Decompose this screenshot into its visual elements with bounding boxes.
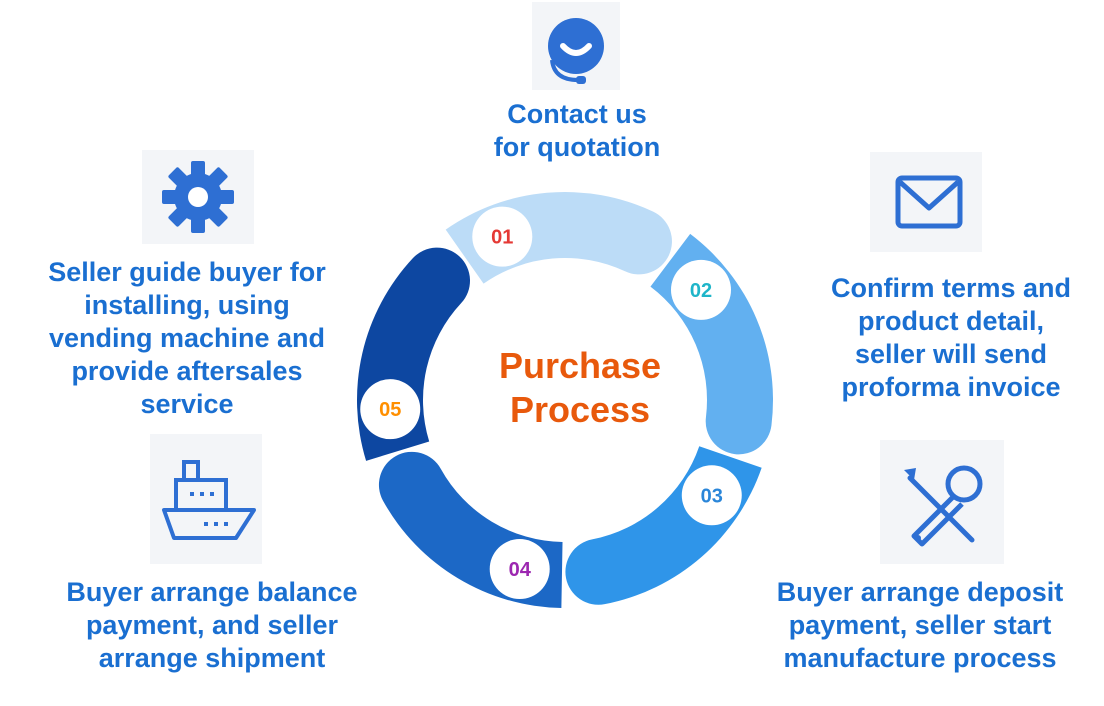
ring-segment-3 (565, 446, 762, 605)
step-4-number: 04 (509, 559, 532, 581)
step-1-description: Contact us for quotation (440, 98, 714, 164)
step-3-line: Buyer arrange deposit (776, 577, 1064, 607)
step-5-line: Seller guide buyer for (48, 257, 326, 287)
step-5-line: installing, using (84, 290, 290, 320)
step-4-line: arrange shipment (98, 643, 326, 673)
step-4-line: payment, and seller (85, 610, 339, 640)
step-1-line: for quotation (493, 132, 661, 162)
step-5-badge (360, 379, 421, 440)
headset-support-icon (532, 2, 620, 90)
step-4-description: Buyer arrange balance payment, and selle… (40, 576, 384, 675)
step-5-line: provide aftersales (71, 356, 303, 386)
step-3-line: manufacture process (783, 643, 1057, 673)
step-1-number: 01 (491, 227, 513, 249)
step-1-badge (472, 206, 533, 267)
step-2-description: Confirm terms and product detail, seller… (806, 272, 1096, 404)
ship-icon (150, 434, 262, 564)
center-title-line2: Process (509, 389, 651, 430)
step-2-line: Confirm terms and (830, 273, 1072, 303)
step-4-line: Buyer arrange balance (66, 577, 358, 607)
center-title-line1: Purchase (498, 345, 662, 386)
gear-icon (142, 150, 254, 244)
step-3-number: 03 (701, 485, 723, 507)
step-5-line: service (140, 389, 234, 419)
step-2-badge (671, 259, 732, 320)
center-title: Purchase Process (470, 344, 690, 432)
step-5-description: Seller guide buyer for installing, using… (22, 256, 352, 421)
step-3-line: payment, seller start (788, 610, 1052, 640)
step-5-number: 05 (379, 399, 401, 421)
envelope-icon (870, 152, 982, 252)
wrench-screwdriver-icon (880, 440, 1004, 564)
step-2-line: proforma invoice (841, 372, 1061, 402)
step-2-number: 02 (690, 280, 712, 302)
step-1-line: Contact us (507, 99, 647, 129)
step-5-line: vending machine and (48, 323, 326, 353)
step-2-line: seller will send (854, 339, 1048, 369)
step-3-description: Buyer arrange deposit payment, seller st… (750, 576, 1090, 675)
step-2-line: product detail, (857, 306, 1044, 336)
step-4-badge (489, 539, 550, 600)
step-3-badge (681, 465, 742, 526)
